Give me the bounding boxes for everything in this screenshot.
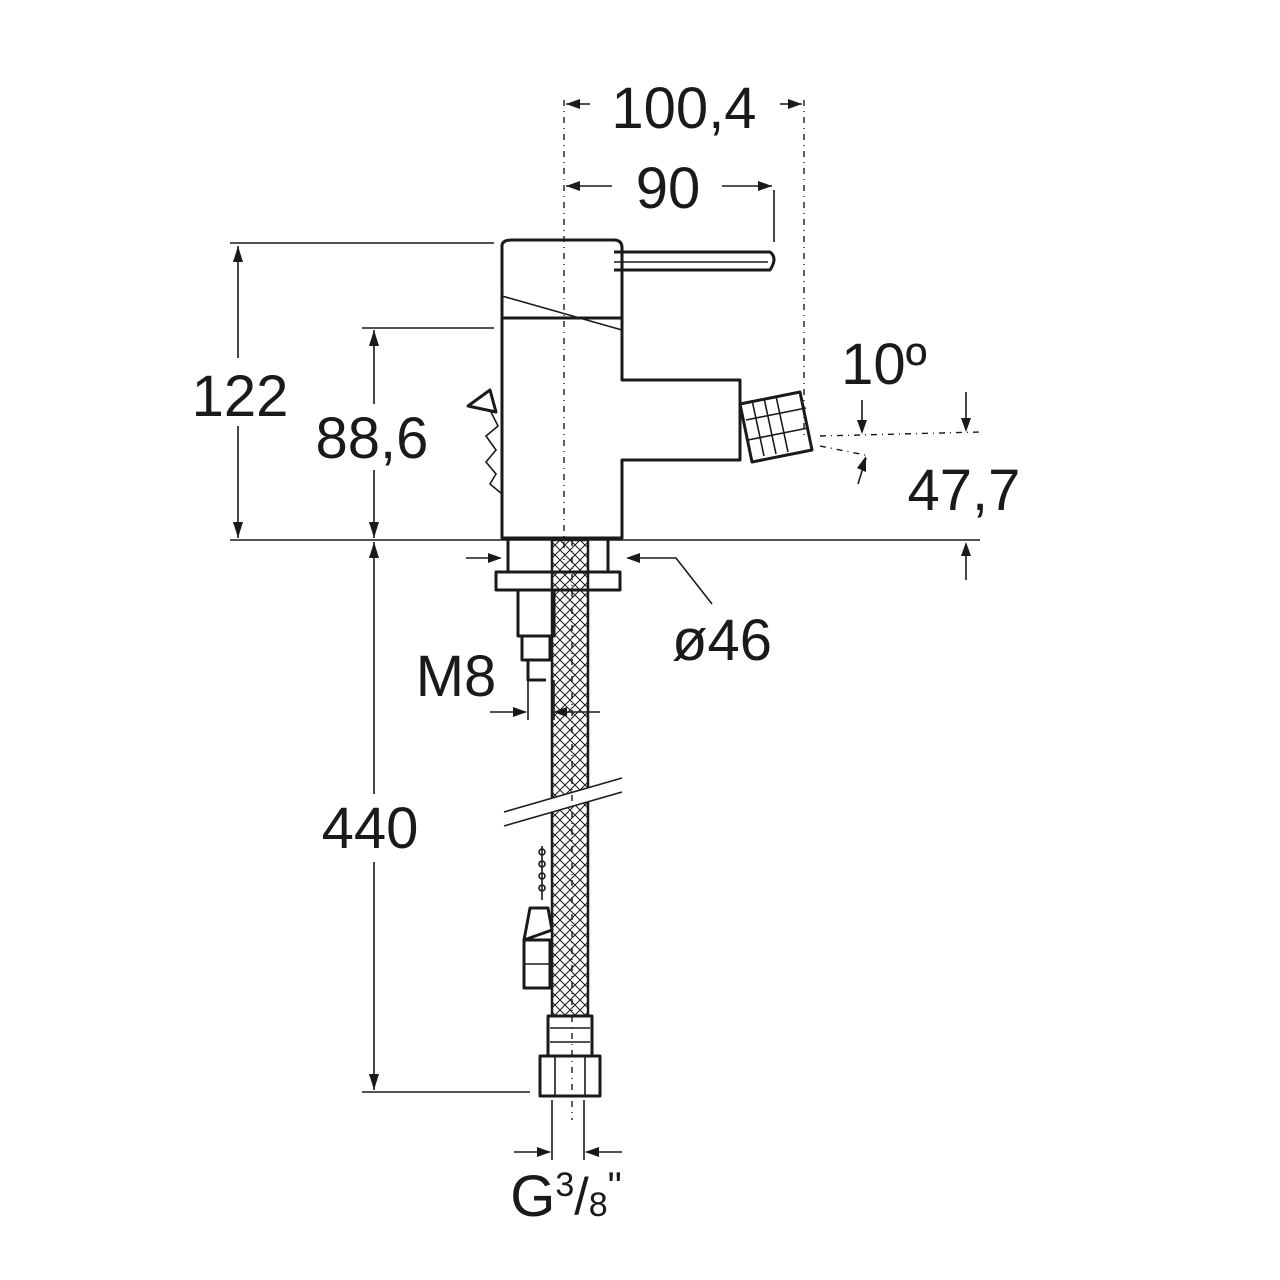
- dim-connection-slash: /: [574, 1168, 589, 1226]
- dim-width-lever: 90: [636, 156, 701, 221]
- dim-stud-thread: M8: [416, 644, 497, 709]
- flex-hose: [503, 538, 623, 1098]
- aerator-nozzle: [738, 390, 814, 464]
- dim-height-total: 122: [192, 364, 289, 429]
- dim-height-body: 88,6: [316, 406, 429, 471]
- dim-base-diameter: ø46: [672, 608, 772, 673]
- dim-connection-main: G: [510, 1164, 555, 1229]
- faucet-body: [466, 238, 814, 540]
- plug-chain-icon: [522, 846, 554, 990]
- center-lines: [563, 100, 981, 1120]
- dim-connection-suffix: ": [608, 1165, 622, 1209]
- dim-connection-den: 8: [589, 1186, 608, 1224]
- dimension-labels: 100,4 90 122 88,6 10º 47,7 ø46 M8 440 G3…: [192, 76, 1021, 1229]
- dim-width-overall: 100,4: [611, 76, 756, 141]
- dim-spout-height: 47,7: [908, 458, 1021, 523]
- chain-icon: [466, 388, 503, 495]
- extension-lines: [230, 190, 980, 1160]
- dim-connection-num: 3: [555, 1166, 574, 1204]
- dim-hose-length: 440: [322, 796, 419, 861]
- dim-spout-angle: 10º: [841, 332, 927, 397]
- dim-connection-thread: G3/8": [510, 1164, 622, 1229]
- dimension-lines: [233, 99, 971, 1157]
